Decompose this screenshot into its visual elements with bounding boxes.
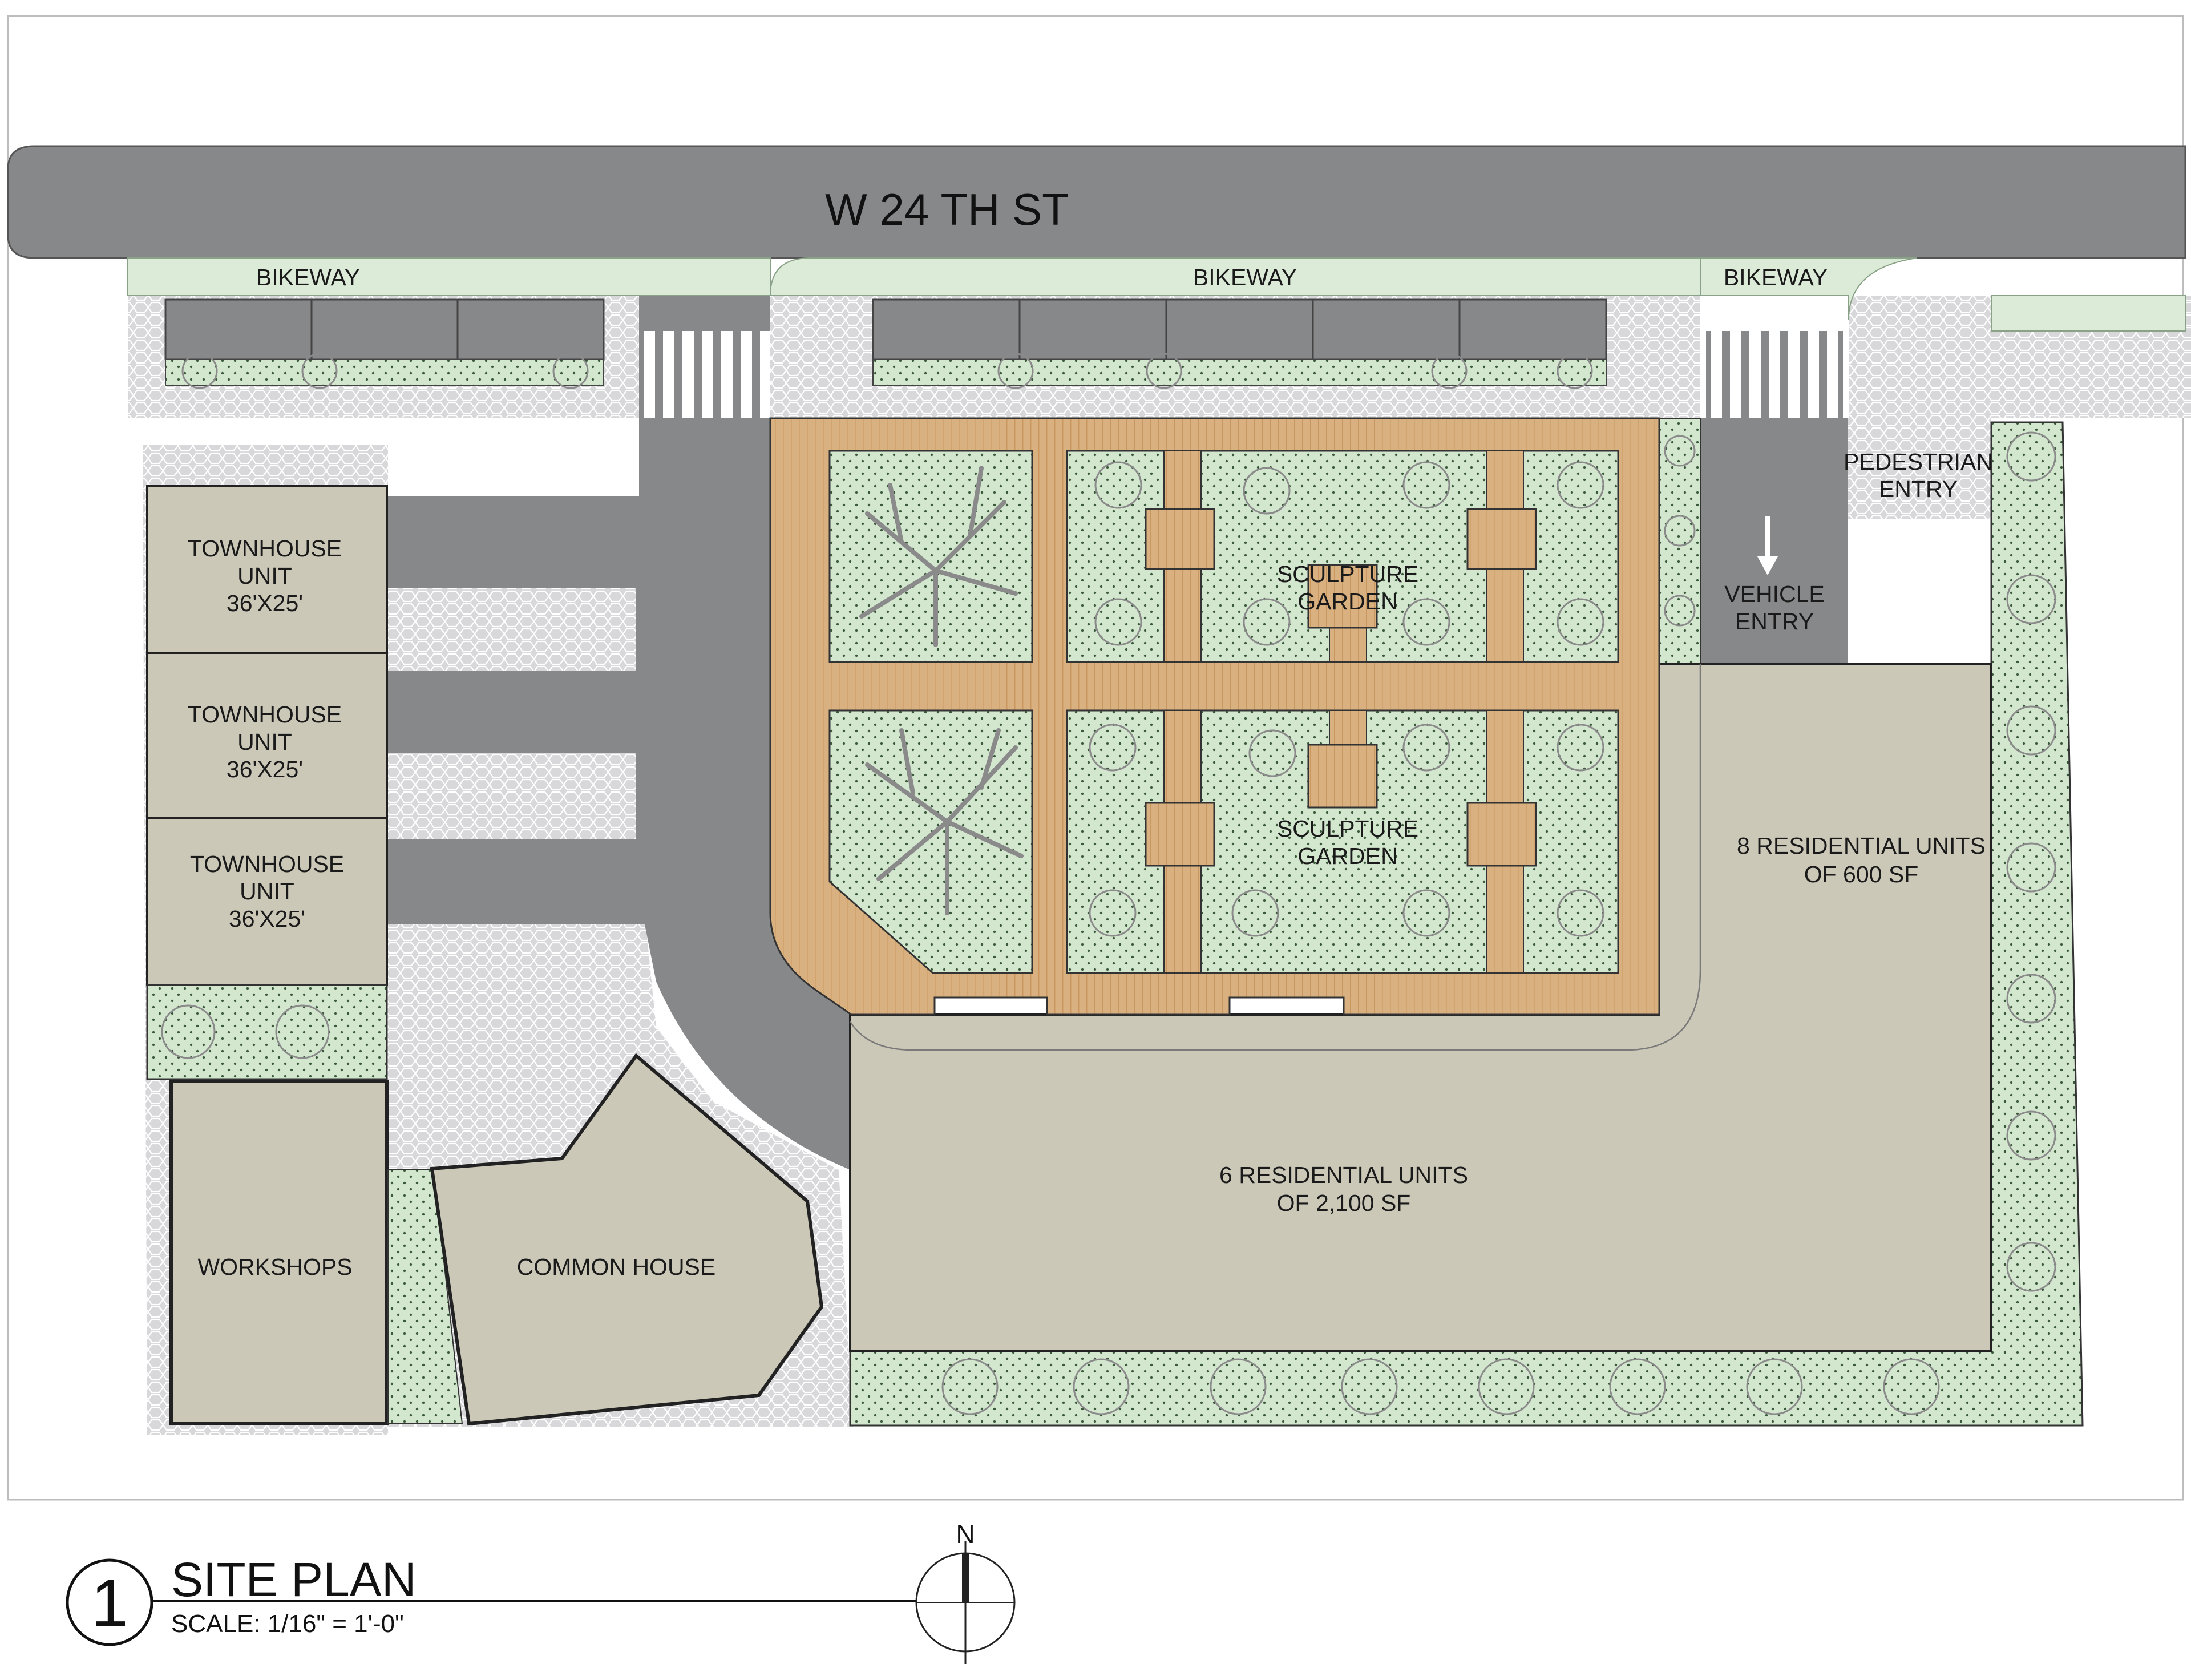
townhouse-1-line2: UNIT [237,563,292,589]
sculpture-pedestal [1466,802,1537,867]
common-house-label: COMMON HOUSE [517,1254,716,1280]
large-tree-icon [859,466,1018,647]
vehicle-entry-line2: ENTRY [1735,608,1814,635]
residential-small-line1: 8 RESIDENTIAL UNITS [1737,833,1986,859]
townhouse-unit-3 [146,817,388,986]
garden-edge-strip [1659,418,1701,664]
parking-island-1 [388,588,636,671]
townhouse-3-line3: 36'X25' [229,906,305,932]
internal-drive [388,296,850,1170]
sculpture-pedestal [1145,802,1215,867]
garden-1-line1: SCULPTURE [1277,561,1418,587]
courtyard-landscape [387,1169,463,1424]
shrub-icons [181,353,2056,1415]
bikeway-strip-right [1700,257,1918,320]
title-block: 1 SITE PLAN SCALE: 1/16" = 1'-0" [66,1553,936,1646]
bikeway-label-center: BIKEWAY [1193,264,1297,290]
drawing-title: SITE PLAN [171,1553,416,1606]
townhouse-unit-2 [146,652,388,819]
north-label: N [956,1519,975,1549]
north-arrow-icon: N [915,1519,1016,1664]
drawing-number: 1 [91,1566,128,1641]
garden-bed-nw [828,450,1033,663]
bikeway-label-right: BIKEWAY [1724,264,1828,290]
crosswalk-east [1706,331,1843,418]
townhouse-2-line2: UNIT [237,729,292,755]
sculpture-pedestal [1307,744,1378,809]
parking-bays-left [164,298,605,386]
large-tree-icon [865,728,1024,915]
crosswalk-west [639,331,770,418]
townhouse-2-line1: TOWNHOUSE [188,701,342,728]
townhouse-1-line3: 36'X25' [227,590,303,616]
townhouse-3-line2: UNIT [240,878,294,904]
townhouse-1-line1: TOWNHOUSE [188,535,342,562]
garden-2-line2: GARDEN [1297,843,1397,869]
sculpture-pedestal [1145,508,1215,570]
pedestrian-entry-line1: PEDESTRIAN [1844,449,1993,475]
bikeway-strip-center [769,257,1701,296]
garden-1-line2: GARDEN [1297,588,1397,615]
pedestrian-entry-line2: ENTRY [1879,476,1958,502]
residential-curve-line [849,664,1701,1051]
bikeway-strip-east [1991,295,2186,332]
residential-large-line1: 6 RESIDENTIAL UNITS [1219,1162,1468,1188]
parking-island-2 [388,753,636,839]
workshops-label: WORKSHOPS [197,1254,352,1280]
vehicle-entry-arrow-icon [1757,516,1778,575]
street-name-label: W 24 TH ST [825,184,1069,235]
street-road [7,145,2186,259]
drawing-scale: SCALE: 1/16" = 1'-0" [171,1610,404,1638]
bikeway-label-left: BIKEWAY [256,264,360,290]
vehicle-entry-drive [1700,418,1848,664]
sculpture-pedestal [1466,508,1537,570]
residential-small-line2: OF 600 SF [1804,861,1919,887]
bikeway-strip-left [127,257,771,296]
workshops-building [169,1080,389,1425]
common-house-building [430,1053,824,1426]
townhouse-landscape-strip [146,984,388,1080]
pedestrian-entry-paving [1848,418,1991,519]
sculpture-pedestal [1307,564,1378,629]
townhouse-unit-1 [146,485,388,654]
parking-bays-center [872,298,1607,386]
vehicle-entry-line1: VEHICLE [1724,581,1824,607]
townhouse-2-line3: 36'X25' [227,756,303,782]
townhouse-3-line1: TOWNHOUSE [190,851,344,877]
residential-large-line2: OF 2,100 SF [1277,1190,1411,1216]
garden-2-line1: SCULPTURE [1277,815,1418,842]
